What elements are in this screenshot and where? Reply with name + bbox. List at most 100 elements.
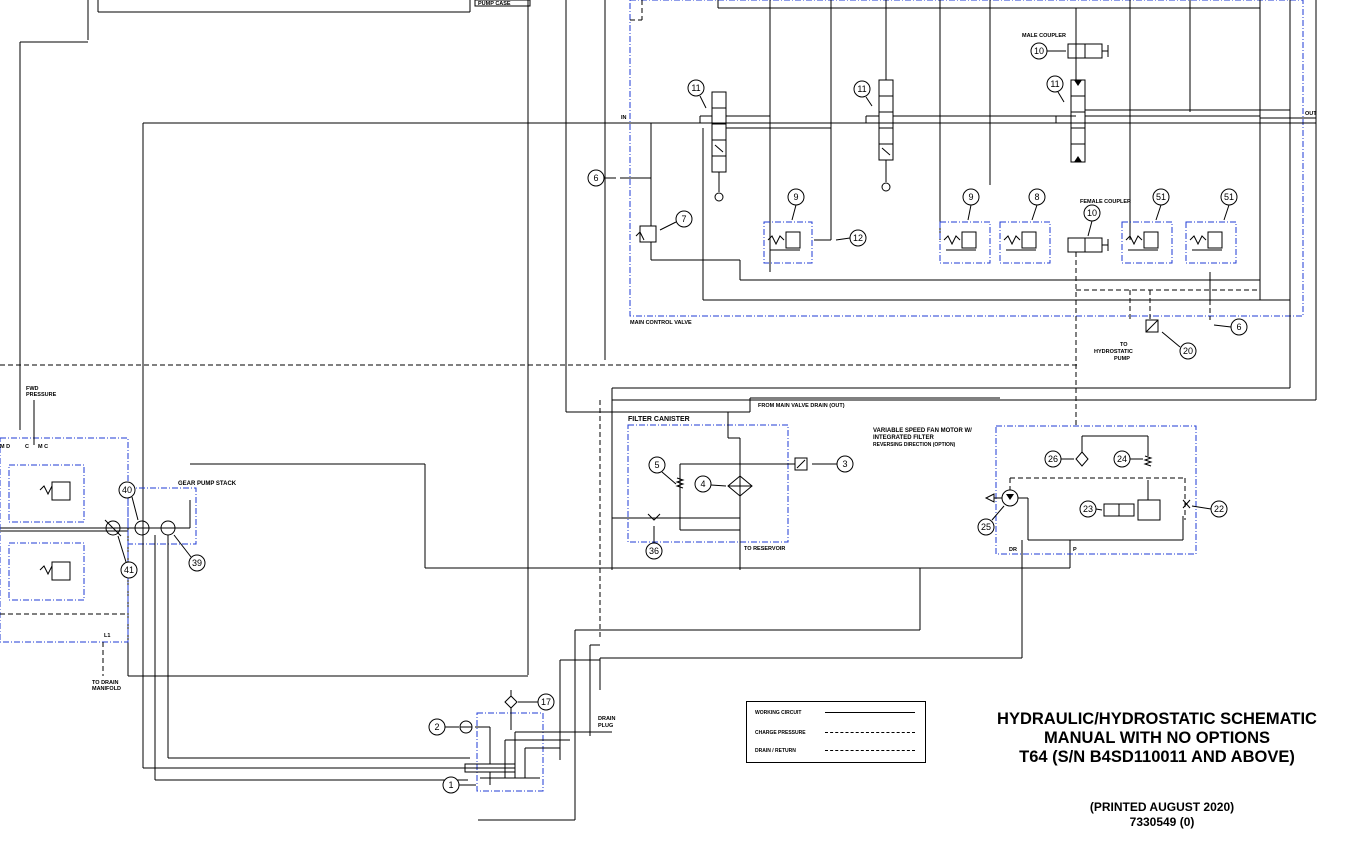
fan-motor-label-1: VARIABLE SPEED FAN MOTOR W/ (873, 428, 972, 434)
callout-11c: 11 (1046, 75, 1064, 93)
svg-text:1: 1 (448, 780, 453, 790)
callout-8: 8 (1028, 188, 1046, 206)
filter-canister-internals (611, 300, 1317, 570)
svg-text:PLUG: PLUG (598, 723, 613, 729)
filter-canister-enclosure (627, 424, 789, 543)
svg-text:23: 23 (1083, 504, 1093, 514)
svg-text:10: 10 (1034, 46, 1044, 56)
female-coupler: FEMALE COUPLER (1067, 199, 1131, 253)
svg-text:10: 10 (1087, 208, 1097, 218)
svg-text:11: 11 (857, 84, 866, 94)
male-coupler: MALE COUPLER (1022, 33, 1109, 59)
pump-case-lines: PUMP CASE (0, 0, 1080, 675)
main-control-valve-enclosure (629, 0, 1304, 317)
svg-text:11: 11 (1050, 79, 1059, 89)
callout-11b: 11 (853, 80, 871, 98)
from-main-valve-label: FROM MAIN VALVE DRAIN (OUT) (758, 403, 845, 409)
svg-text:2: 2 (434, 722, 439, 732)
svg-text:9: 9 (793, 192, 798, 202)
callout-7: 7 (675, 210, 693, 228)
callout-6a: 6 (587, 169, 605, 187)
fan-motor-label-3: REVERSING DIRECTION (OPTION) (873, 442, 956, 448)
gear-pumps (0, 500, 528, 781)
svg-text:MANIFOLD: MANIFOLD (92, 686, 121, 692)
callout-20: 20 (1179, 342, 1197, 360)
callout-5: 5 (648, 456, 666, 474)
svg-text:6: 6 (1236, 322, 1241, 332)
callout-24: 24 (1113, 450, 1131, 468)
callout-23: 23 (1079, 500, 1097, 518)
line-legend: WORKING CIRCUIT CHARGE PRESSURE DRAIN / … (746, 701, 926, 763)
valve-section-1 (699, 91, 831, 202)
svg-text:4: 4 (700, 479, 705, 489)
callout-40: 40 (118, 481, 136, 499)
callout-39: 39 (188, 554, 206, 572)
part-number: 7330549 (0) (1129, 815, 1195, 829)
callout-51b: 51 (1220, 188, 1238, 206)
reservoir-enclosure (476, 712, 544, 792)
accumulator-20 (1145, 319, 1159, 333)
callout-22: 22 (1210, 500, 1228, 518)
svg-text:51: 51 (1224, 192, 1234, 202)
callout-25: 25 (977, 518, 995, 536)
callout-9a: 9 (787, 188, 805, 206)
svg-text:L1: L1 (104, 633, 110, 639)
leader-arrows (117, 50, 1232, 786)
callout-36: 36 (645, 542, 663, 560)
svg-text:39: 39 (192, 558, 202, 568)
legend-solid-line (825, 712, 915, 713)
callout-41: 41 (120, 561, 138, 579)
to-reservoir-label: TO RESERVOIR (744, 546, 785, 552)
svg-text:DRAIN: DRAIN (598, 716, 615, 722)
svg-text:25: 25 (981, 522, 991, 532)
legend-drain-line (825, 750, 915, 751)
callout-2: 2 (428, 718, 446, 736)
filter-canister-label: FILTER CANISTER (628, 416, 690, 423)
svg-text:3: 3 (842, 459, 847, 469)
svg-text:C: C (25, 444, 29, 450)
title-line-3: T64 (S/N B4SD110011 AND ABOVE) (1019, 748, 1295, 766)
title-block: HYDRAULIC/HYDROSTATIC SCHEMATIC MANUAL W… (967, 710, 1347, 767)
callout-3: 3 (836, 455, 854, 473)
valve-section-2 (865, 79, 1076, 192)
svg-text:41: 41 (124, 565, 134, 575)
legend-drain: DRAIN / RETURN (755, 748, 796, 754)
callout-4: 4 (694, 475, 712, 493)
svg-text:11: 11 (691, 83, 700, 93)
svg-text:8: 8 (1034, 192, 1039, 202)
top-lines (630, 0, 1317, 400)
legend-charge: CHARGE PRESSURE (755, 730, 806, 736)
valve-section-3 (1055, 79, 1290, 163)
print-date: (PRINTED AUGUST 2020) (1089, 800, 1235, 814)
svg-text:TO: TO (1120, 342, 1128, 348)
svg-text:MALE COUPLER: MALE COUPLER (1022, 33, 1066, 39)
callout-10a: 10 (1030, 42, 1048, 60)
fan-motor-enclosure (995, 425, 1197, 555)
svg-text:HYDROSTATIC: HYDROSTATIC (1094, 349, 1133, 355)
valve-return-lines (620, 123, 1290, 425)
svg-text:26: 26 (1048, 454, 1058, 464)
in-label: IN (621, 115, 627, 121)
relief-valves (635, 221, 1237, 264)
callout-26: 26 (1044, 450, 1062, 468)
svg-text:12: 12 (853, 233, 863, 243)
svg-text:PUMP: PUMP (1114, 356, 1130, 362)
gear-pump-stack-enclosure (127, 487, 197, 545)
return-loops (190, 400, 1071, 821)
legend-dashed-line (825, 732, 915, 733)
svg-text:36: 36 (649, 546, 659, 556)
svg-text:P: P (1073, 547, 1077, 553)
svg-text:51: 51 (1156, 192, 1166, 202)
title-line-2: MANUAL WITH NO OPTIONS (1043, 729, 1271, 747)
svg-text:6: 6 (593, 173, 598, 183)
callout-51a: 51 (1152, 188, 1170, 206)
svg-text:M D: M D (0, 444, 10, 450)
reservoir-internals: DRAIN PLUG (459, 690, 615, 785)
hydrostatic-pump-enclosure (0, 437, 129, 643)
callout-9b: 9 (962, 188, 980, 206)
title-line-1: HYDRAULIC/HYDROSTATIC SCHEMATIC (997, 710, 1317, 728)
main-control-valve-label: MAIN CONTROL VALVE (630, 320, 692, 326)
svg-text:9: 9 (968, 192, 973, 202)
out-label: OUT (1305, 111, 1317, 117)
